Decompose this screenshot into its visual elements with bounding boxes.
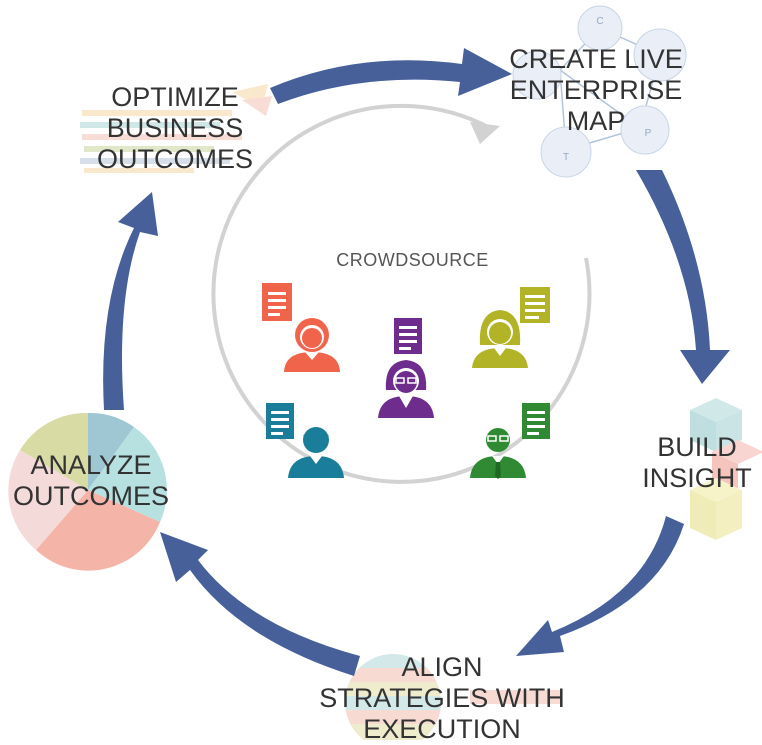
olive-person-icon bbox=[472, 310, 528, 368]
olive-document-icon bbox=[520, 287, 550, 323]
label-build-insight: BUILD INSIGHT bbox=[642, 432, 752, 493]
teal-person-icon bbox=[288, 427, 344, 478]
red-person-icon bbox=[284, 318, 340, 372]
purple-document-icon bbox=[394, 318, 422, 354]
analyze-pie-graphic bbox=[8, 412, 167, 571]
map-node-c: C bbox=[596, 16, 603, 27]
arrow-build-to-align bbox=[516, 516, 684, 656]
arrow-create-to-build bbox=[636, 170, 730, 384]
insight-cubes-graphic bbox=[690, 398, 762, 540]
label-align-strategies-with-execution: ALIGN STRATEGIES WITH EXECUTION bbox=[319, 652, 565, 744]
arrow-analyze-to-optimize bbox=[103, 192, 158, 410]
teal-document-icon bbox=[266, 403, 294, 439]
label-analyze-outcomes: ANALYZE OUTCOMES bbox=[12, 450, 169, 511]
label-crowdsource: CROWDSOURCE bbox=[336, 250, 489, 270]
arrow-optimize-to-create bbox=[270, 48, 512, 104]
map-node-p: P bbox=[645, 128, 652, 139]
enterprise-map-graphic: C P T bbox=[512, 5, 687, 178]
green-person-icon bbox=[470, 428, 526, 479]
optimize-bars-graphic bbox=[80, 84, 272, 173]
purple-person-icon bbox=[378, 360, 434, 418]
arrow-align-to-analyze bbox=[160, 532, 360, 676]
red-document-icon bbox=[262, 283, 292, 321]
label-create-live-enterprise-map: CREATE LIVE ENTERPRISE MAP bbox=[509, 44, 683, 136]
cycle-arrows bbox=[103, 48, 730, 676]
align-disc-graphic bbox=[345, 654, 560, 740]
map-node-t: T bbox=[563, 152, 569, 163]
green-document-icon bbox=[522, 403, 550, 439]
label-optimize-business-outcomes: OPTIMIZE BUSINESS OUTCOMES bbox=[96, 82, 253, 174]
